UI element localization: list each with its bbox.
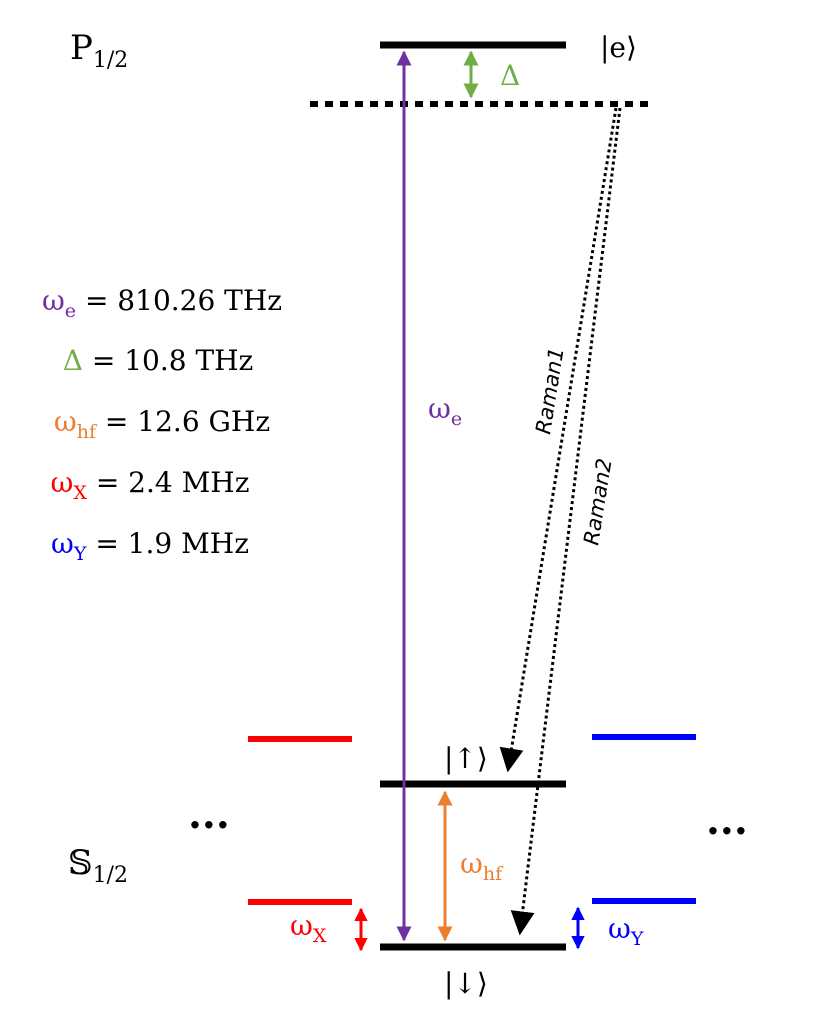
raman1-beam (499, 107, 618, 773)
up-ket: |↑⟩ (444, 742, 488, 775)
raman2-beam (510, 107, 622, 936)
omega-hf-label: ωhf (460, 847, 504, 885)
s-half-label: 𝕊1/2 (68, 843, 128, 888)
legend-omega-e: ωe = 810.26 THz (42, 284, 282, 322)
omega-y-label: ωY (608, 912, 644, 950)
down-ket: |↓⟩ (444, 967, 488, 1000)
p-half-label: P1/2 (70, 28, 128, 73)
legend-omega-hf: ωhf = 12.6 GHz (54, 405, 270, 443)
omega-e-label: ωe (428, 392, 462, 430)
delta-label: Δ (500, 59, 520, 92)
right-ellipsis: ... (706, 797, 748, 844)
legend-omega-x: ωX = 2.4 MHz (51, 466, 250, 504)
parameter-legend: ωe = 810.26 THz Δ = 10.8 THz ωhf = 12.6 … (42, 284, 282, 565)
legend-delta: Δ = 10.8 THz (63, 344, 254, 377)
legend-omega-y: ωY = 1.9 MHz (51, 527, 249, 565)
left-ellipsis: ... (188, 791, 230, 838)
raman1-label: Raman1 (531, 346, 568, 436)
excited-ket: |e⟩ (600, 31, 637, 64)
omega-x-label: ωX (290, 909, 327, 947)
raman2-label: Raman2 (579, 457, 616, 547)
